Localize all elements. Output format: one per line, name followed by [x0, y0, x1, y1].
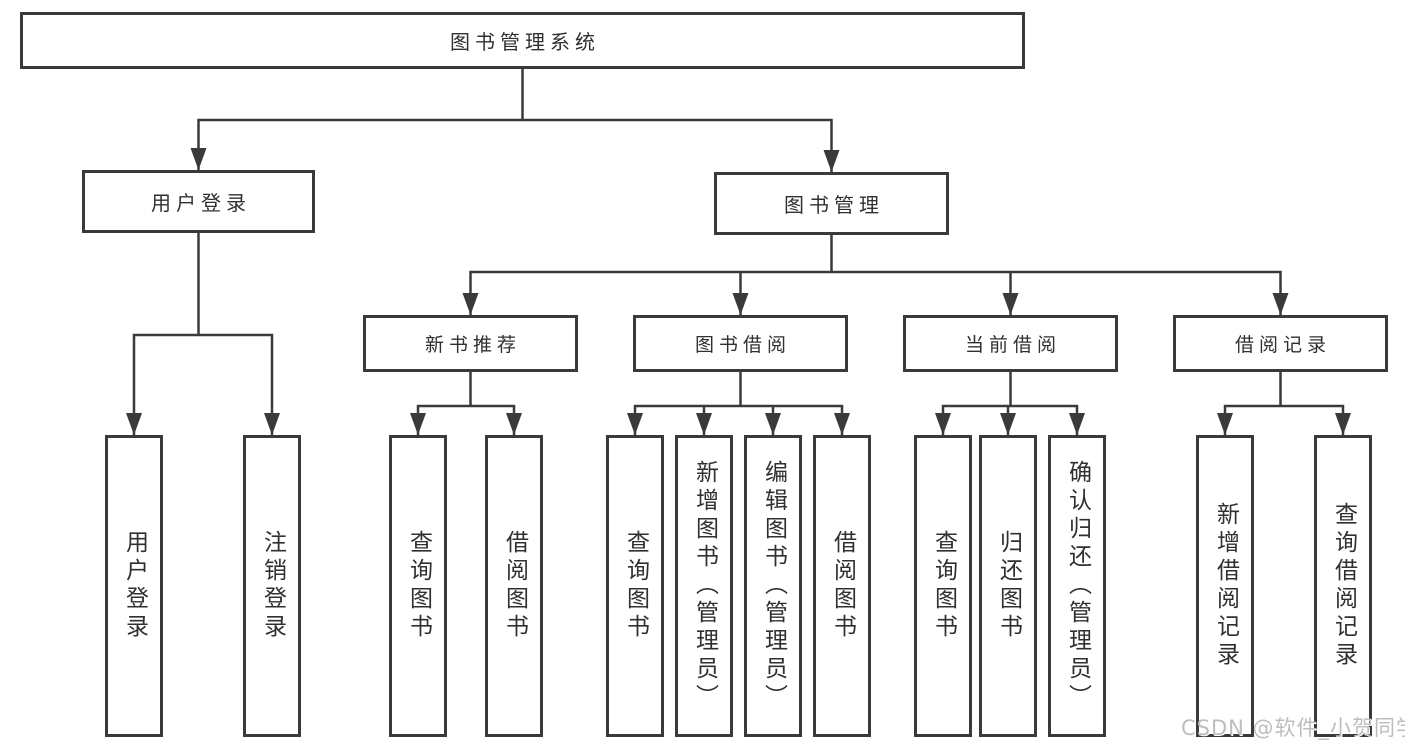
leaf-borrow-query-books: 查询图书 [606, 435, 664, 737]
leaf-records-query-record: 查询借阅记录 [1314, 435, 1372, 737]
arrowhead [1000, 413, 1016, 435]
arrowhead [506, 413, 522, 435]
csdn-watermark: CSDN @软件_小贺同学 [1181, 716, 1405, 740]
node-book-management: 图书管理 [714, 172, 949, 235]
arrowhead [823, 150, 840, 172]
leaf-newbook-query-books: 查询图书 [389, 435, 447, 737]
node-new-book-recommend: 新书推荐 [363, 315, 578, 372]
arrowhead [732, 293, 749, 315]
leaf-newbook-borrow-books: 借阅图书 [485, 435, 543, 737]
wire-user-login-branch [132, 231, 274, 437]
wire-current-branch [941, 370, 1079, 437]
leaf-borrow-add-books-admin: 新增图书（管理员） [675, 435, 733, 737]
leaf-logout-login: 注销登录 [243, 435, 301, 737]
node-borrowing-records: 借阅记录 [1173, 315, 1388, 372]
arrowhead [410, 413, 426, 435]
wire-borrowing-branch [633, 370, 844, 437]
wire-records-branch [1223, 370, 1345, 437]
leaf-records-add-record: 新增借阅记录 [1196, 435, 1254, 737]
arrowhead [1335, 413, 1351, 435]
arrowhead [1217, 413, 1233, 435]
wire-root-to-level2 [197, 67, 833, 174]
arrowhead [935, 413, 951, 435]
arrowhead [126, 413, 142, 435]
arrowhead [1272, 293, 1289, 315]
arrowhead [834, 413, 850, 435]
arrowhead [462, 293, 479, 315]
wire-new-book-branch [416, 370, 516, 437]
arrowhead [696, 413, 712, 435]
node-user-login: 用户登录 [82, 170, 315, 233]
leaf-borrow-edit-books-admin: 编辑图书（管理员） [744, 435, 802, 737]
arrowhead [765, 413, 781, 435]
leaf-current-confirm-return-admin: 确认归还（管理员） [1048, 435, 1106, 737]
leaf-user-login: 用户登录 [105, 435, 163, 737]
node-current-borrowing: 当前借阅 [903, 315, 1118, 372]
arrowhead [190, 148, 207, 170]
leaf-current-return-books: 归还图书 [979, 435, 1037, 737]
node-book-borrowing: 图书借阅 [633, 315, 848, 372]
arrowhead [1002, 293, 1019, 315]
wire-book-mgmt-branch [469, 233, 1282, 317]
leaf-borrow-borrow-books: 借阅图书 [813, 435, 871, 737]
node-library-management-system: 图书管理系统 [20, 12, 1025, 69]
arrowhead [627, 413, 643, 435]
arrowhead [264, 413, 280, 435]
arrowhead [1069, 413, 1085, 435]
leaf-current-query-books: 查询图书 [914, 435, 972, 737]
